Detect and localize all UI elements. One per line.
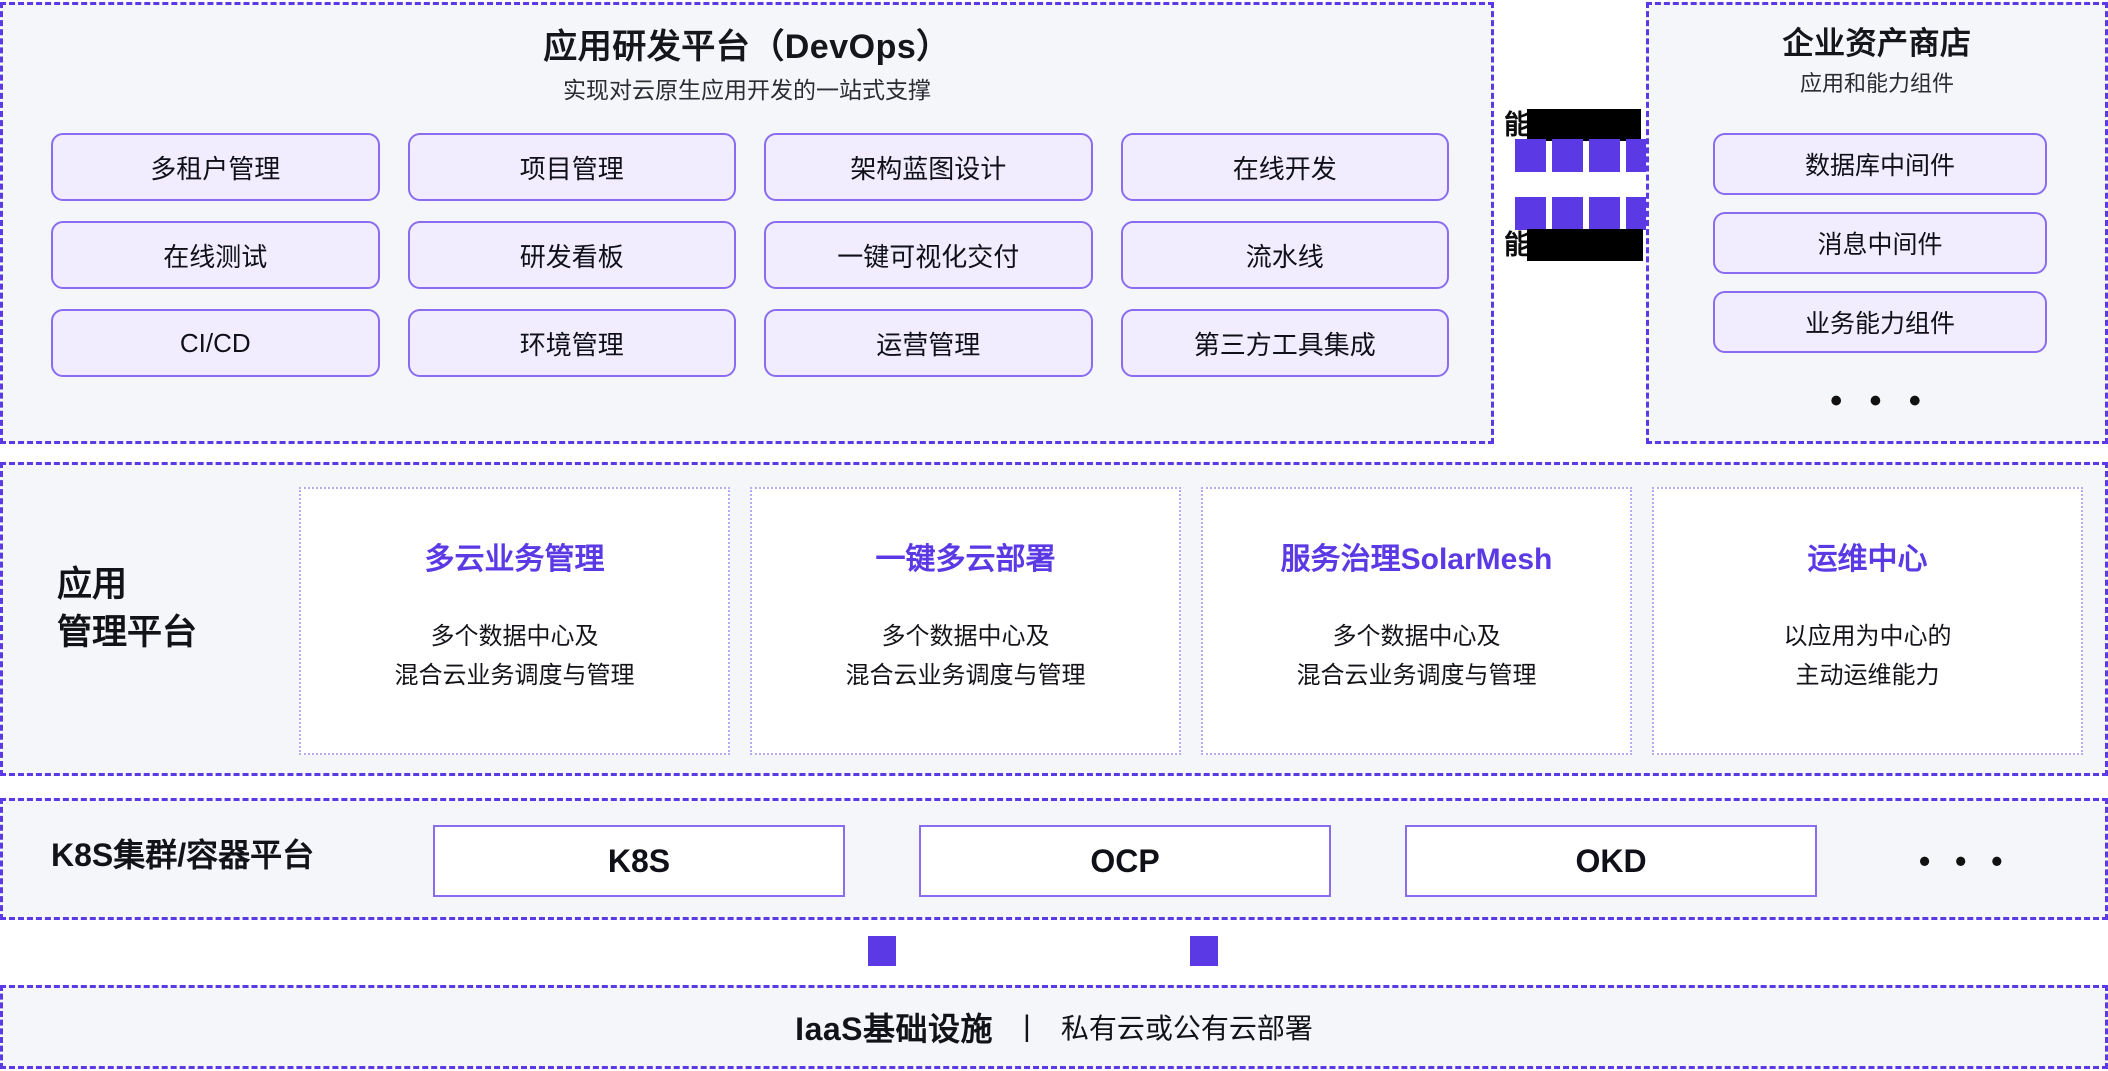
devops-chip-online-test[interactable]: 在线测试 (51, 221, 380, 289)
mgmt-card-desc: 多个数据中心及 混合云业务调度与管理 (845, 623, 1086, 689)
connector-square (1552, 197, 1583, 230)
mgmt-card-title: 多云业务管理 (424, 543, 605, 576)
redacted-label-top: 能 (1504, 108, 1641, 142)
layer-connector-square-right (1190, 936, 1218, 966)
mgmt-card-grid: 多云业务管理 多个数据中心及 混合云业务调度与管理 一键多云部署 多个数据中心及… (299, 487, 2083, 755)
redacted-connector-column: 能 能 (1498, 0, 1657, 444)
mgmt-card-onekey-multicloud-deploy[interactable]: 一键多云部署 多个数据中心及 混合云业务调度与管理 (750, 487, 1181, 755)
devops-title: 应用研发平台（DevOps） (543, 28, 951, 66)
iaas-subtitle: 私有云或公有云部署 (1060, 1013, 1313, 1044)
devops-platform-panel: 应用研发平台（DevOps） 实现对云原生应用开发的一站式支撑 多租户管理 项目… (0, 2, 1494, 444)
mgmt-card-title: 服务治理SolarMesh (1280, 543, 1553, 576)
devops-chip-pipeline[interactable]: 流水线 (1120, 221, 1449, 289)
enterprise-asset-store-panel: 企业资产商店 应用和能力组件 数据库中间件 消息中间件 业务能力组件 • • • (1646, 2, 2108, 444)
connector-square (1589, 139, 1620, 172)
iaas-infrastructure-panel: IaaS基础设施 | 私有云或公有云部署 (0, 985, 2108, 1069)
connector-square (1589, 197, 1620, 230)
redaction-bar-bottom (1527, 229, 1643, 261)
mgmt-card-service-governance-solarmesh[interactable]: 服务治理SolarMesh 多个数据中心及 混合云业务调度与管理 (1201, 487, 1632, 755)
redaction-bar-top (1527, 109, 1641, 141)
iaas-title: IaaS基础设施 (795, 1011, 994, 1047)
k8s-container-platform-panel: K8S集群/容器平台 K8S OCP OKD • • • (0, 798, 2108, 920)
devops-chip-visual-delivery[interactable]: 一键可视化交付 (764, 221, 1093, 289)
devops-chip-dev-board[interactable]: 研发看板 (407, 221, 736, 289)
k8s-distribution-list: K8S OCP OKD • • • (433, 825, 2010, 897)
application-management-platform-panel: 应用 管理平台 多云业务管理 多个数据中心及 混合云业务调度与管理 一键多云部署… (0, 462, 2108, 776)
mgmt-card-title: 运维中心 (1807, 543, 1928, 576)
connector-square-row-top (1515, 139, 1657, 172)
devops-chip-online-dev[interactable]: 在线开发 (1120, 133, 1449, 201)
k8s-box-k8s[interactable]: K8S (433, 825, 845, 897)
connector-square (1515, 197, 1546, 230)
k8s-more-ellipsis: • • • (1919, 842, 2011, 879)
devops-chip-project-mgmt[interactable]: 项目管理 (407, 133, 736, 201)
mgmt-platform-label: 应用 管理平台 (57, 565, 198, 653)
devops-subtitle: 实现对云原生应用开发的一站式支撑 (563, 77, 931, 104)
devops-chip-env-mgmt[interactable]: 环境管理 (407, 309, 736, 377)
layer-connector-square-left (868, 936, 896, 966)
store-title: 企业资产商店 (1782, 26, 1972, 61)
devops-chip-cicd[interactable]: CI/CD (51, 309, 380, 377)
redacted-label-bottom: 能 (1504, 228, 1643, 262)
iaas-row: IaaS基础设施 | 私有云或公有云部署 (3, 988, 2105, 1066)
store-component-list: 数据库中间件 消息中间件 业务能力组件 • • • (1713, 133, 2047, 418)
mgmt-card-desc: 多个数据中心及 混合云业务调度与管理 (394, 623, 635, 689)
devops-chip-ops-mgmt[interactable]: 运营管理 (764, 309, 1093, 377)
redacted-visible-glyph-top: 能 (1504, 109, 1531, 140)
mgmt-card-desc: 多个数据中心及 混合云业务调度与管理 (1296, 623, 1537, 689)
k8s-box-okd[interactable]: OKD (1405, 825, 1817, 897)
store-chip-database-middleware[interactable]: 数据库中间件 (1713, 133, 2047, 195)
devops-chip-architecture-blueprint[interactable]: 架构蓝图设计 (764, 133, 1093, 201)
store-chip-message-middleware[interactable]: 消息中间件 (1713, 212, 2047, 274)
connector-square (1552, 139, 1583, 172)
connector-square (1515, 139, 1546, 172)
mgmt-card-desc: 以应用为中心的 主动运维能力 (1783, 623, 1952, 689)
devops-chip-multitenant[interactable]: 多租户管理 (51, 133, 380, 201)
devops-capability-grid: 多租户管理 项目管理 架构蓝图设计 在线开发 在线测试 研发看板 一键可视化交付… (51, 133, 1449, 377)
k8s-box-ocp[interactable]: OCP (919, 825, 1331, 897)
store-chip-business-capability[interactable]: 业务能力组件 (1713, 291, 2047, 353)
store-subtitle: 应用和能力组件 (1799, 71, 1954, 97)
mgmt-card-title: 一键多云部署 (875, 543, 1056, 576)
store-more-ellipsis: • • • (1830, 382, 1930, 420)
devops-chip-third-party-tools[interactable]: 第三方工具集成 (1120, 309, 1449, 377)
connector-square-row-bottom (1515, 197, 1657, 230)
iaas-divider: | (1023, 1010, 1031, 1043)
mgmt-card-operations-center[interactable]: 运维中心 以应用为中心的 主动运维能力 (1652, 487, 2083, 755)
mgmt-card-multicloud-business[interactable]: 多云业务管理 多个数据中心及 混合云业务调度与管理 (299, 487, 730, 755)
k8s-panel-label: K8S集群/容器平台 (51, 837, 315, 873)
redacted-visible-glyph-bottom: 能 (1504, 229, 1531, 260)
